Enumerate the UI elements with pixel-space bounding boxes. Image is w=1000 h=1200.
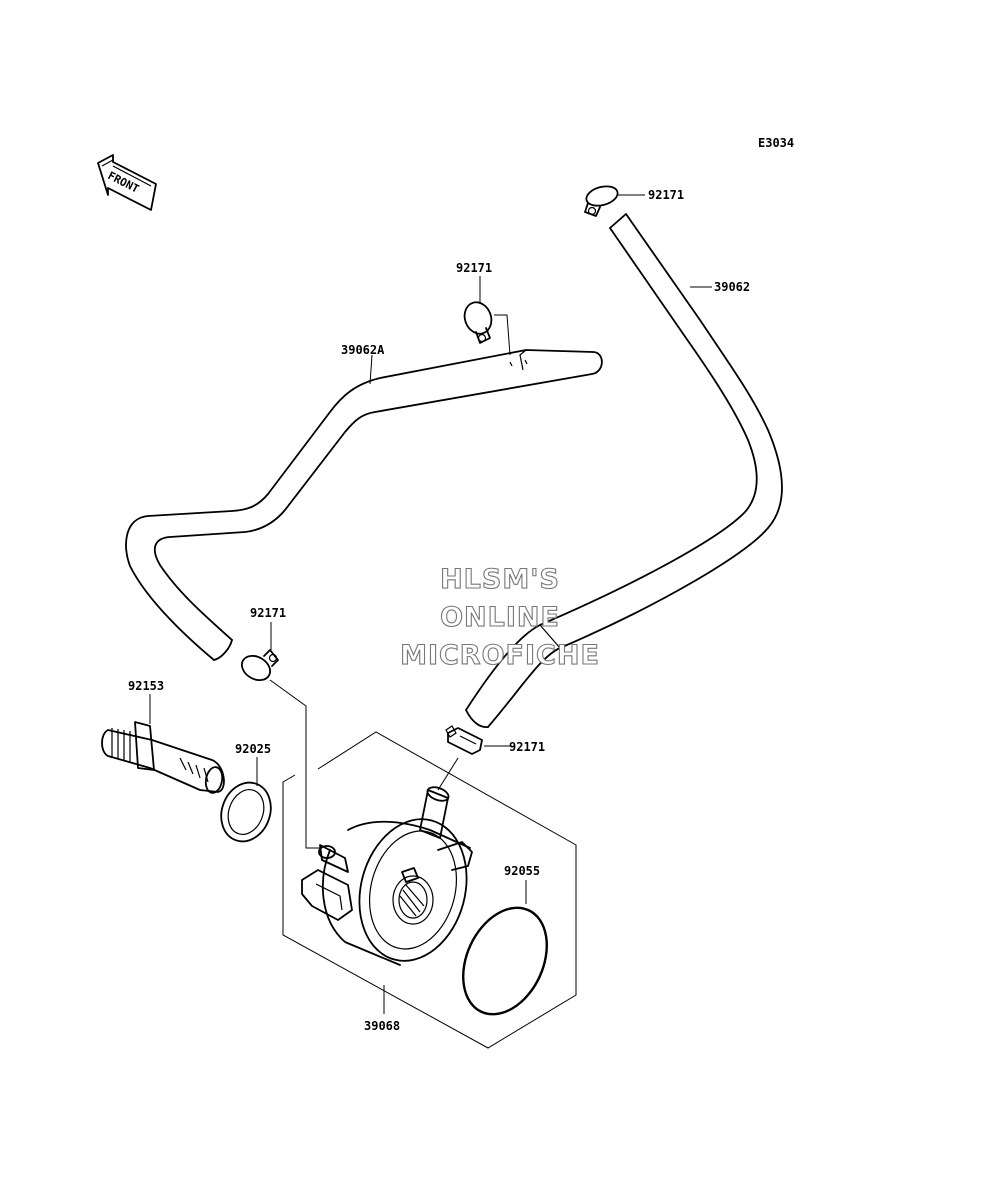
callout-clamp-mid-left: 92171 [250,606,286,620]
o-ring-92055[interactable] [447,894,563,1028]
washer-92025[interactable] [213,776,279,849]
watermark-line3: MICROFICHE [400,640,600,671]
oil-cooler-39068[interactable] [301,785,482,973]
callout-fitting: 92153 [128,679,164,693]
hose-39062[interactable] [465,213,783,728]
clamp-top-right[interactable] [584,183,620,217]
callout-hose-left: 39062A [341,343,385,357]
clamp-mid-left[interactable] [238,649,279,685]
assembly-outline [282,731,577,1049]
watermark-line2: ONLINE [440,602,560,633]
leader-lines [149,194,712,1014]
callout-oil-cooler: 39068 [364,1019,400,1033]
front-arrow-icon: FRONT [97,154,157,211]
callout-washer: 92025 [235,742,271,756]
diagram-code: E3034 [758,136,794,150]
callout-clamp-lower-mid: 92171 [509,740,545,754]
callout-clamp-upper-left: 92171 [456,261,492,275]
clamp-upper-left[interactable] [460,299,495,344]
fitting-92153[interactable] [101,721,225,794]
callout-hose-right: 39062 [714,280,750,294]
callout-o-ring: 92055 [504,864,540,878]
callout-clamp-top-right: 92171 [648,188,684,202]
watermark-line1: HLSM'S [440,564,560,595]
watermark: HLSM'S ONLINE MICROFICHE [400,563,600,671]
hose-39062a[interactable] [125,349,603,661]
clamp-lower-mid[interactable] [445,725,483,755]
